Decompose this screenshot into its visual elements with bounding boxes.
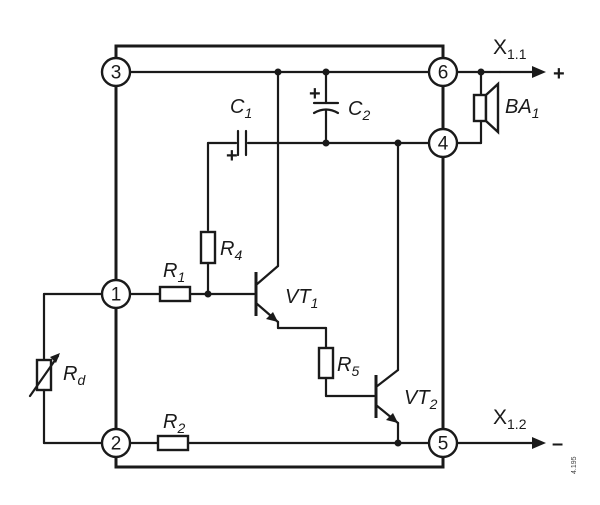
x12-label: X1.2 bbox=[493, 406, 527, 432]
svg-text:5: 5 bbox=[438, 434, 449, 455]
middle-rail bbox=[206, 141, 431, 232]
rd-label: Rd bbox=[63, 363, 86, 388]
ba1-label: BA1 bbox=[505, 96, 539, 121]
junction-node bbox=[322, 68, 330, 76]
vt2-label: VT2 bbox=[404, 387, 438, 412]
terminal-4: 4 bbox=[427, 127, 459, 159]
junction-node bbox=[322, 139, 330, 147]
svg-text:3: 3 bbox=[111, 63, 122, 84]
terminal-5: 5 bbox=[427, 427, 459, 459]
capacitor-c2 bbox=[312, 70, 340, 145]
r2-label: R2 bbox=[163, 411, 185, 436]
terminal-2: 2 bbox=[100, 427, 132, 459]
svg-text:6: 6 bbox=[438, 63, 449, 84]
r4-label: R4 bbox=[220, 238, 242, 263]
svg-text:2: 2 bbox=[111, 434, 122, 455]
c1-label: C1 bbox=[230, 96, 252, 121]
minus-sign: – bbox=[552, 433, 563, 455]
junction-node bbox=[274, 68, 282, 76]
r1-label: R1 bbox=[163, 260, 185, 285]
terminal-3: 3 bbox=[100, 56, 132, 88]
transistor-vt2 bbox=[374, 141, 400, 445]
resistor-r4 bbox=[199, 230, 217, 265]
terminal-6: 6 bbox=[427, 56, 459, 88]
junction-node bbox=[477, 68, 485, 76]
output-x12 bbox=[455, 437, 546, 449]
transistor-vt1 bbox=[254, 70, 328, 350]
terminal-1: 1 bbox=[100, 278, 132, 310]
resistor-r2 bbox=[156, 434, 190, 452]
output-x11 bbox=[498, 66, 546, 78]
external-rd bbox=[28, 292, 104, 445]
junction-node bbox=[394, 439, 402, 447]
svg-text:4: 4 bbox=[438, 134, 449, 155]
speaker-ba1 bbox=[455, 70, 502, 145]
x11-label: X1.1 bbox=[493, 36, 527, 62]
plus-sign: + bbox=[553, 63, 565, 85]
svg-text:1: 1 bbox=[111, 285, 122, 306]
junction-node bbox=[394, 139, 402, 147]
reference-code: 4.195 bbox=[571, 456, 578, 474]
resistor-r1 bbox=[158, 285, 192, 303]
vt1-label: VT1 bbox=[285, 286, 318, 311]
module-outline bbox=[114, 44, 445, 469]
c2-label: C2 bbox=[348, 98, 370, 123]
c1-plus-sign: + bbox=[226, 145, 238, 167]
resistor-r5 bbox=[317, 346, 335, 380]
capacitor-c1 bbox=[236, 129, 248, 157]
junction-node bbox=[204, 290, 212, 298]
c2-plus-sign: + bbox=[309, 83, 321, 105]
r5-label: R5 bbox=[337, 354, 359, 379]
